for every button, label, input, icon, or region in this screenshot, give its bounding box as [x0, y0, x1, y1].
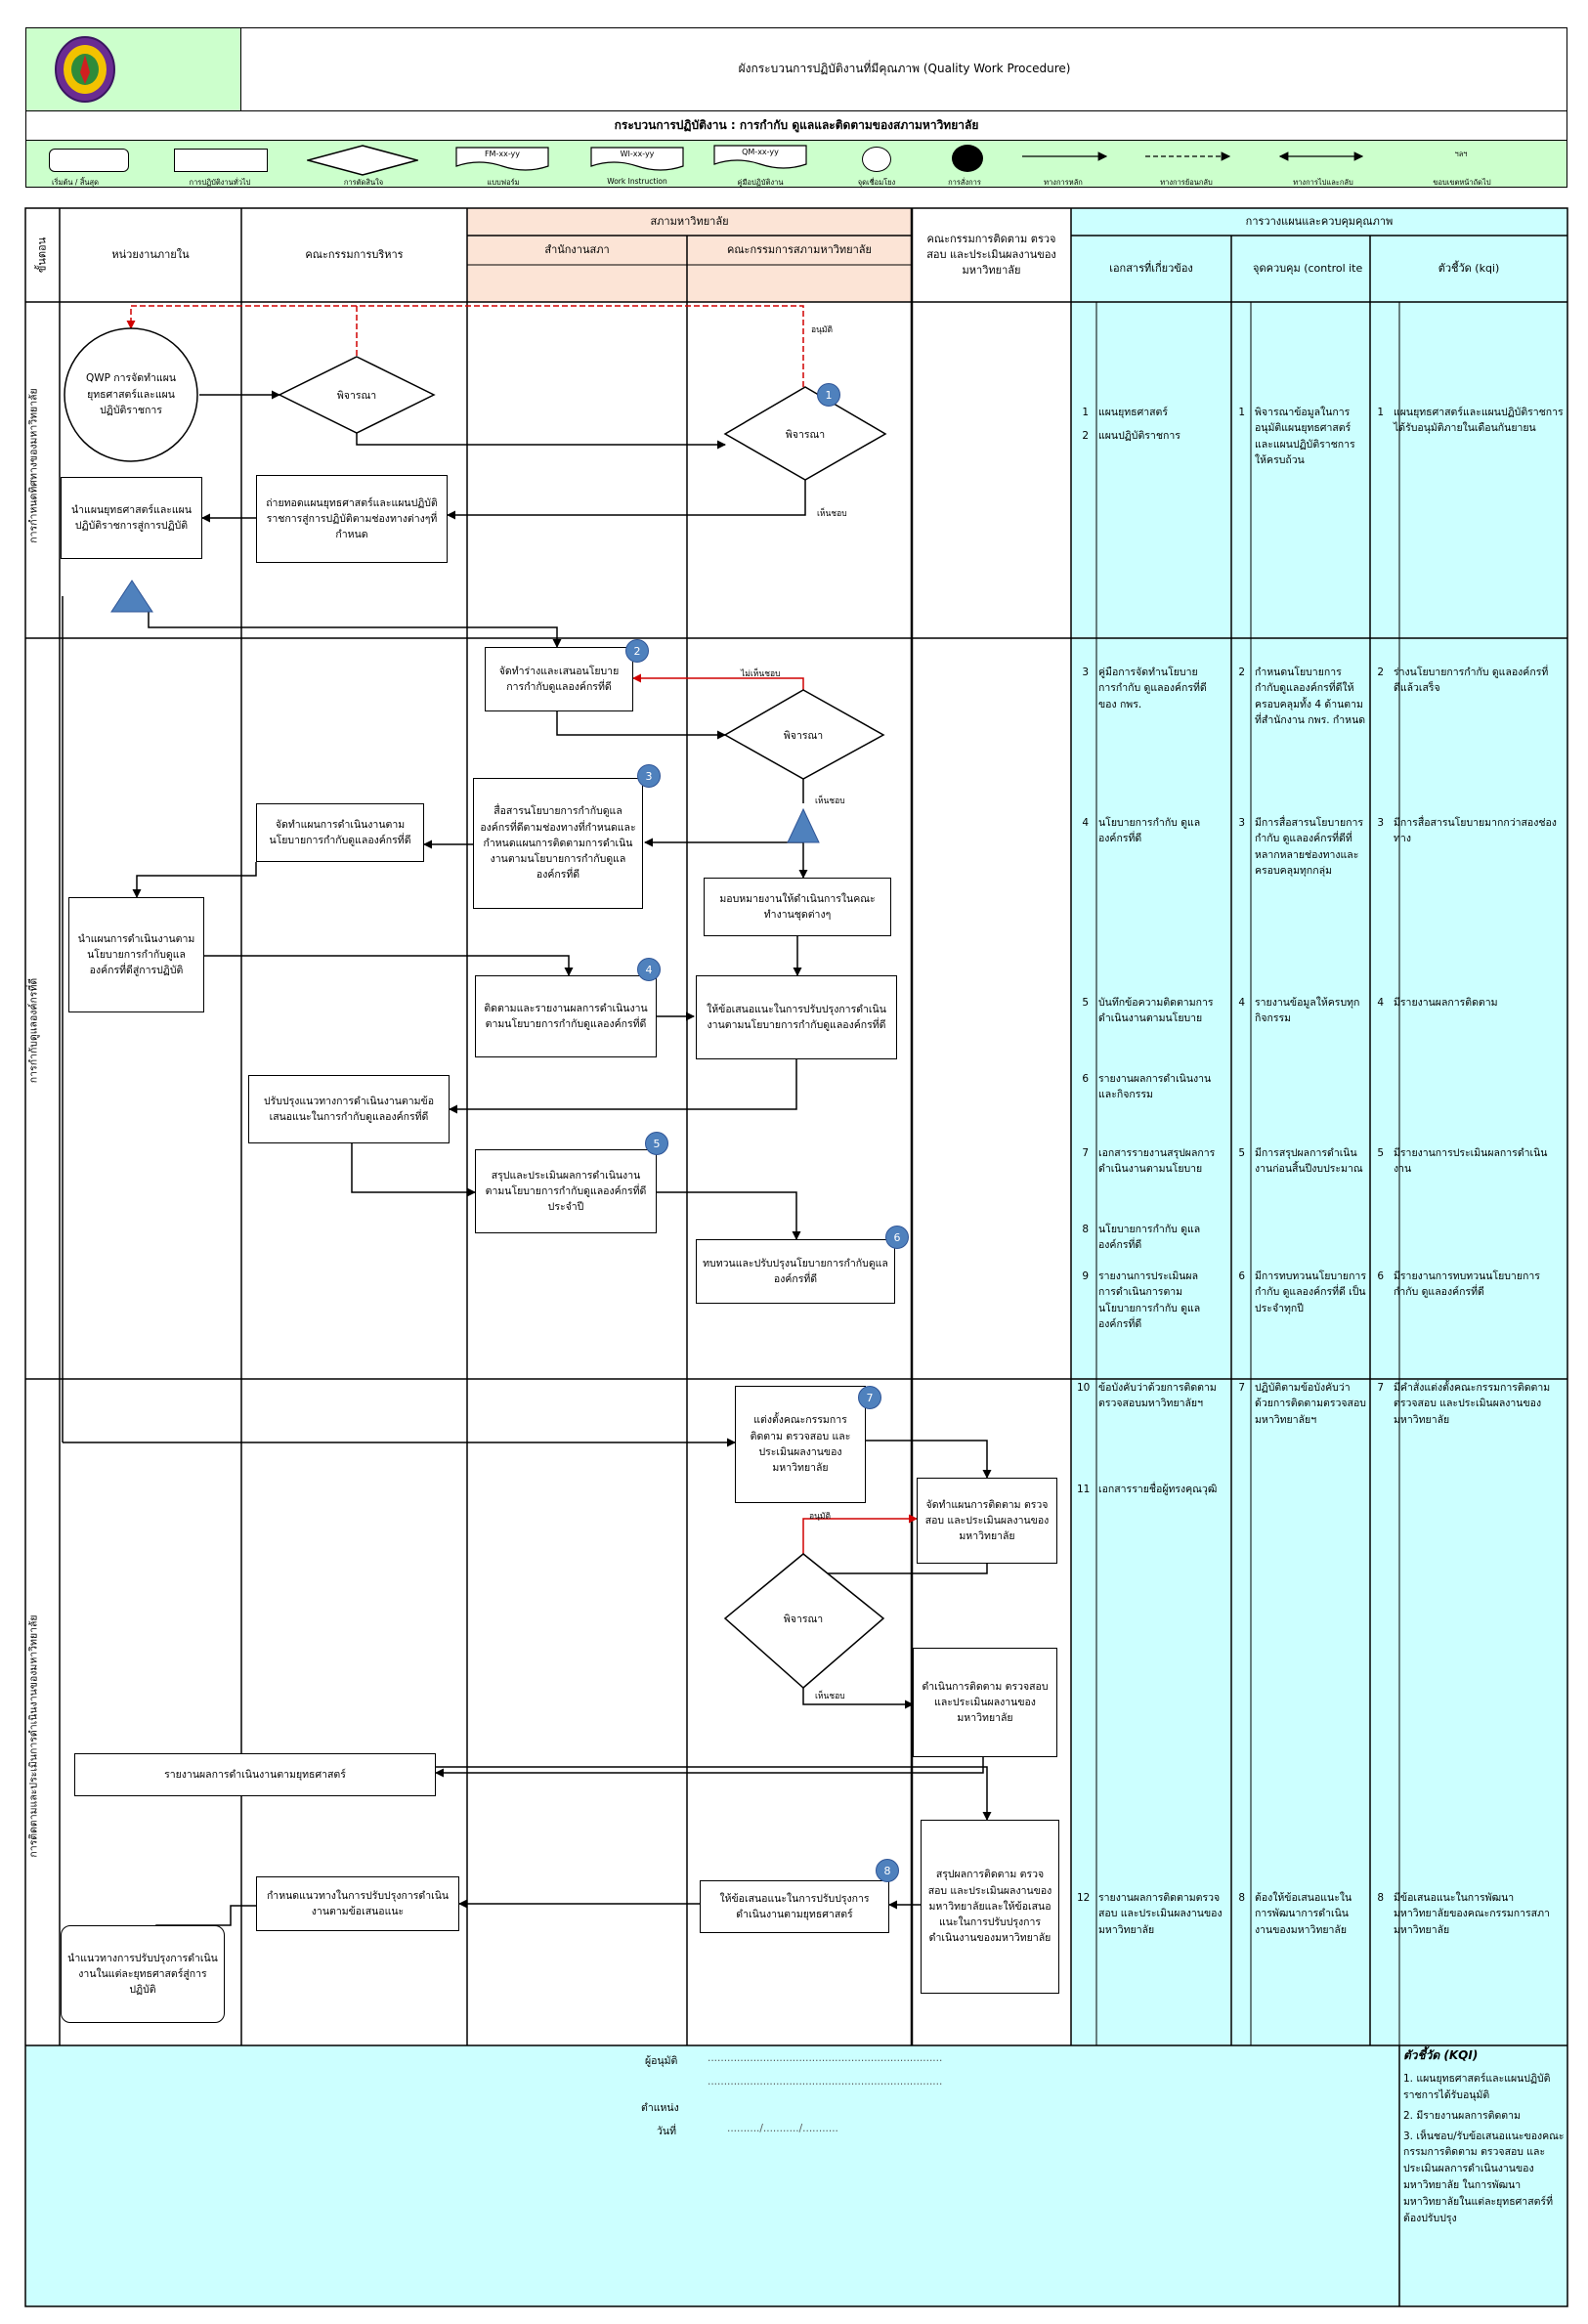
process-box: สรุปผลการติดตาม ตรวจสอบ และประเมินผลงานข… — [921, 1820, 1059, 1994]
legend-label: ทางการหลัก — [1044, 178, 1083, 187]
col-council-office: สำนักงานสภา — [544, 243, 610, 257]
col-points: จุดควบคุม (control ite — [1253, 262, 1363, 276]
process-box: มอบหมายงานให้ดำเนินการในคณะทำงานชุดต่างๆ — [704, 878, 891, 936]
process-bar — [25, 111, 1567, 141]
decision-symbol — [307, 145, 418, 176]
qwp-start: QWP การจัดทำแผนยุทธศาสตร์และแผนปฏิบัติรา… — [85, 371, 177, 417]
qm-symbol: QM-xx-yy — [713, 145, 807, 170]
legend-label: Work Instruction — [607, 177, 667, 186]
legend-label: คู่มือปฏิบัติงาน — [737, 178, 784, 187]
legend-label: การปฏิบัติงานทั่วไป — [189, 178, 251, 187]
council-header-bg — [467, 208, 912, 302]
process-symbol — [174, 149, 268, 172]
col-audit-committee: คณะกรรมการติดตาม ตรวจสอบ และประเมินผลงาน… — [926, 233, 1056, 277]
date-label: วันที่ — [657, 2126, 676, 2137]
col-kqi: ตัวชี้วัด (kqi) — [1438, 262, 1500, 276]
process-box: ดำเนินการติดตาม ตรวจสอบ และประเมินผลงานข… — [913, 1648, 1057, 1757]
process-box: จัดทำแผนการติดตาม ตรวจสอบ และประเมินผลงา… — [917, 1478, 1057, 1564]
kqi-summary-title: ตัวชี้วัด (KQI) — [1403, 2048, 1479, 2062]
end-box: นำแนวทางการปรับปรุงการดำเนินงานในแต่ละยุ… — [61, 1925, 225, 2023]
agree-label: เห็นชอบ — [817, 509, 847, 519]
university-logo — [53, 35, 117, 104]
agree-label: เห็นชอบ — [815, 1692, 845, 1701]
decision-label: พิจารณา — [783, 1613, 824, 1625]
legend-label: ทางการย้อนกลับ — [1160, 178, 1213, 187]
wi-symbol: WI-xx-yy — [590, 147, 684, 172]
kqi-summary: ตัวชี้วัด (KQI) 1. แผนยุทธศาสตร์และแผนปฏ… — [1403, 2046, 1566, 2304]
step-badge: 8 — [876, 1859, 899, 1882]
approver-label: ผู้อนุมัติ — [645, 2055, 678, 2067]
legend-label: แบบฟอร์ม — [487, 178, 520, 187]
step-badge: 7 — [858, 1386, 881, 1409]
legend-label: การสั่งการ — [948, 178, 981, 187]
process-box: ติดตามและรายงานผลการดำเนินงานตามนโยบายกา… — [475, 975, 657, 1057]
process-box: รายงานผลการดำเนินงานตามยุทธศาสตร์ — [74, 1753, 436, 1796]
process-box: ปรับปรุงแนวทางการดำเนินงานตามข้อเสนอแนะใ… — [248, 1075, 450, 1143]
misc-label: ฯลฯ — [1454, 150, 1468, 158]
process-box: กำหนดแนวทางในการปรับปรุงการดำเนินงานตามข… — [256, 1876, 459, 1931]
col-control: การวางแผนและควบคุมคุณภาพ — [1245, 215, 1394, 229]
decision-label: พิจารณา — [783, 729, 824, 742]
connector-symbol — [862, 147, 891, 172]
decision-label: พิจารณา — [336, 389, 377, 402]
step-badge: 4 — [637, 958, 661, 981]
decision-label: พิจารณา — [785, 428, 826, 441]
form-symbol: FM-xx-yy — [455, 147, 549, 172]
process-box: ให้ข้อเสนอแนะในการปรับปรุงการดำเนินงานตา… — [696, 975, 897, 1059]
step-badge: 3 — [637, 764, 661, 788]
process-box: จัดทำแผนการดำเนินงานตามนโยบายการกำกับดูแ… — [256, 803, 424, 862]
date-value: ........../.........../........... — [727, 2123, 838, 2134]
legend-label: จุดเชื่อมโยง — [857, 178, 896, 187]
title-panel — [241, 27, 1567, 111]
step-badge: 1 — [817, 383, 840, 407]
step-badge: 5 — [645, 1132, 668, 1155]
form-code: FM-xx-yy — [484, 150, 521, 158]
process-box: ถ่ายทอดแผนยุทธศาสตร์และแผนปฏิบัติราชการส… — [256, 475, 448, 563]
legend-label: เริ่มต้น / สิ้นสุด — [52, 178, 99, 187]
wi-code: WI-xx-yy — [620, 150, 655, 158]
legend-arrows — [1022, 151, 1364, 161]
process-box: สื่อสารนโยบายการกำกับดูแลองค์กรที่ดีตามช… — [473, 778, 643, 909]
col-docs: เอกสารที่เกี่ยวข้อง — [1109, 262, 1193, 276]
process-box: ทบทวนและปรับปรุงนโยบายการกำกับดูแลองค์กร… — [696, 1239, 895, 1304]
kqi-summary-item: 3. เห็นชอบ/รับข้อเสนอแนะของคณะกรรมการติด… — [1403, 2130, 1565, 2224]
position-label: ตำแหน่ง — [641, 2102, 679, 2114]
qm-code: QM-xx-yy — [742, 148, 779, 156]
col-internal: หน่วยงานภายใน — [111, 248, 190, 262]
approver-line-2: ........................................… — [708, 2076, 943, 2087]
agree-label: เห็นชอบ — [815, 796, 845, 806]
step-badge: 2 — [625, 639, 649, 663]
step-badge: 6 — [885, 1226, 909, 1249]
process-box: แต่งตั้งคณะกรรมการติดตาม ตรวจสอบ และประเ… — [735, 1386, 866, 1503]
legend-label: ขอบเขตหน้าถัดไป — [1433, 178, 1491, 187]
process-box: จัดทำร่างและเสนอนโยบายการกำกับดูแลองค์กร… — [485, 647, 633, 711]
process-box: ให้ข้อเสนอแนะในการปรับปรุงการดำเนินงานตา… — [700, 1880, 889, 1933]
approve-label: อนุมัติ — [811, 325, 834, 335]
kqi-summary-item: 1. แผนยุทธศาสตร์และแผนปฏิบัติราชการได้รั… — [1403, 2073, 1551, 2101]
approval-block: ผู้อนุมัติ .............................… — [586, 2048, 942, 2156]
approve-label: อนุมัติ — [809, 1512, 832, 1522]
approver-line: ........................................… — [708, 2052, 943, 2064]
control-bg — [1071, 208, 1567, 2045]
col-council-committee: คณะกรรมการสภามหาวิทยาลัย — [726, 243, 872, 257]
legend-label: การตัดสินใจ — [343, 178, 384, 187]
process-box: นำแผนการดำเนินงานตามนโยบายการกำกับดูแลอง… — [68, 897, 204, 1012]
process-title: กระบวนการปฏิบัติงาน : การกำกับ ดูแลและติ… — [614, 118, 979, 133]
kqi-summary-item: 2. มีรายงานผลการติดตาม — [1403, 2109, 1521, 2122]
legend-label: ทางการไปและกลับ — [1293, 178, 1353, 187]
command-symbol — [952, 145, 983, 172]
col-board: คณะกรรมการบริหาร — [305, 248, 404, 262]
col-council: สภามหาวิทยาลัย — [650, 215, 729, 229]
process-box: นำแผนยุทธศาสตร์และแผนปฏิบัติราชการสู่การ… — [61, 477, 202, 559]
process-box: สรุปและประเมินผลการดำเนินงานตามนโยบายการ… — [475, 1149, 657, 1233]
disapprove-label: ไม่เห็นชอบ — [741, 669, 781, 679]
start-end-symbol — [49, 149, 129, 172]
page-title: ผังกระบวนการปฏิบัติงานที่มีคุณภาพ (Quali… — [738, 62, 1071, 76]
footer-bg — [25, 2045, 1567, 2306]
